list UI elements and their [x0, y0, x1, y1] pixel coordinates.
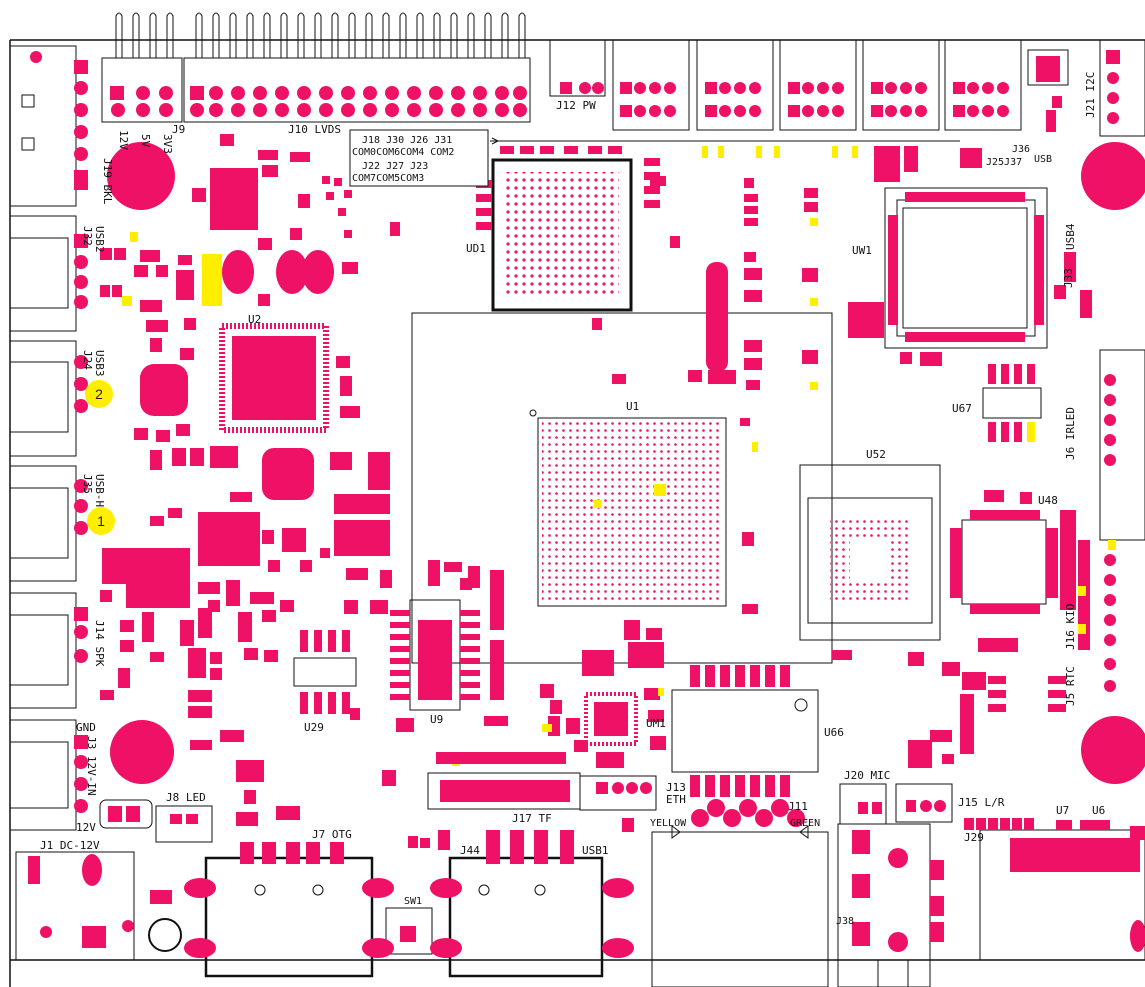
- label-12v-bottom: 12V: [76, 821, 96, 834]
- label-j1: J1 DC-12V: [40, 839, 100, 852]
- label-j21: J21 I2C: [1084, 72, 1097, 118]
- label-j14: J14 SPK: [93, 620, 106, 667]
- label-u1: U1: [626, 400, 639, 413]
- label-green: GREEN: [790, 818, 820, 829]
- label-usb4: USB4: [1064, 223, 1077, 250]
- label-gnd: GND: [76, 721, 96, 734]
- label-j19: J19 BKL: [101, 158, 114, 205]
- label-j33: J33: [1062, 268, 1075, 288]
- label-j7: J7 OTG: [312, 828, 352, 841]
- power-components: [102, 168, 334, 608]
- svg-text:2: 2: [95, 386, 103, 402]
- label-u48: U48: [1038, 494, 1058, 507]
- smd-pads: [100, 96, 1145, 826]
- label-usb: USB: [1034, 154, 1052, 165]
- bottom-pads: [28, 752, 1145, 958]
- com-label-box: [349, 129, 960, 187]
- label-j3: J3 12V-IN: [85, 736, 98, 796]
- label-yellow: YELLOW: [650, 818, 687, 829]
- label-u66: U66: [824, 726, 844, 739]
- label-j17: J17 TF: [512, 812, 552, 825]
- label-usbh: USB-H: [93, 474, 106, 507]
- label-3v3: 3V3: [161, 134, 174, 154]
- bottom-details: [148, 825, 909, 987]
- label-u2: U2: [248, 313, 261, 326]
- chip-u9: [390, 599, 480, 711]
- top-connector-pads: [560, 50, 1120, 124]
- label-j44: J44: [460, 844, 480, 857]
- label-usb1: USB1: [582, 844, 609, 857]
- label-um1: UM1: [646, 717, 666, 730]
- label-j25j37: J25J37: [986, 157, 1022, 168]
- label-j13: J13: [666, 781, 686, 794]
- top-connectors: [549, 39, 1145, 137]
- label-u9: U9: [430, 713, 443, 726]
- label-uw1: UW1: [852, 244, 872, 257]
- chip-u48: [950, 510, 1058, 614]
- label-u67: U67: [952, 402, 972, 415]
- header-pads: [110, 86, 527, 117]
- label-j20: J20 MIC: [844, 769, 890, 782]
- chip-u67: [982, 364, 1042, 442]
- chip-uw1: [884, 187, 1048, 349]
- label-u6: U6: [1092, 804, 1105, 817]
- red-cap: [334, 494, 390, 556]
- label-usb3: USB3: [93, 350, 106, 377]
- label-j15: J15 L/R: [958, 796, 1005, 809]
- marker-2: 2: [85, 380, 113, 408]
- label-j5: J5 RTC: [1064, 666, 1077, 706]
- chip-ud1: [491, 158, 633, 312]
- chip-u1: [411, 312, 833, 664]
- label-ud1: UD1: [466, 242, 486, 255]
- label-j36: J36: [1012, 144, 1030, 155]
- label-j38: J38: [836, 916, 854, 927]
- label-u52: U52: [866, 448, 886, 461]
- marker-1: 1: [87, 507, 115, 535]
- mounting-holes: [107, 142, 1145, 784]
- label-j9: J9: [172, 123, 185, 136]
- chip-u29: [293, 630, 357, 714]
- chip-u2: [219, 323, 329, 433]
- label-j24: J24: [81, 350, 94, 370]
- label-com-row3: J22 J27 J23: [362, 161, 428, 172]
- label-j10: J10 LVDS: [288, 123, 341, 136]
- label-12v: 12V: [117, 130, 130, 150]
- label-j8: J8 LED: [166, 791, 206, 804]
- label-5v: 5V: [139, 134, 152, 148]
- label-j11: J11: [788, 800, 808, 813]
- label-j12: J12 PW: [556, 99, 596, 112]
- label-j16: J16 KIO: [1064, 604, 1077, 650]
- label-u7: U7: [1056, 804, 1069, 817]
- label-j32: J32: [81, 226, 94, 246]
- left-connector-pads: [30, 51, 88, 813]
- header-pins: [101, 12, 531, 123]
- label-com-row4: COM7COM5COM3: [352, 173, 424, 184]
- chip-u52: [799, 464, 941, 641]
- label-j35: J35: [81, 474, 94, 494]
- label-eth: ETH: [666, 793, 686, 806]
- label-com-row1: J18 J30 J26 J31: [362, 135, 452, 146]
- yellow-components: [122, 254, 222, 306]
- label-u29: U29: [304, 721, 324, 734]
- chip-u66: [671, 665, 819, 797]
- label-j6: J6 IRLED: [1064, 407, 1077, 460]
- label-sw1: SW1: [404, 896, 422, 907]
- chip-um1: [584, 692, 638, 746]
- label-usb2: USB2: [93, 226, 106, 253]
- left-connectors: [9, 45, 77, 831]
- component-labels: J19 BKL 12V 5V 3V3 J9 J10 LVDS J18 J30 J…: [40, 72, 1105, 927]
- label-com-row2: COM0COM6COM4 COM2: [352, 147, 454, 158]
- label-j29: J29: [964, 831, 984, 844]
- svg-text:1: 1: [97, 513, 105, 529]
